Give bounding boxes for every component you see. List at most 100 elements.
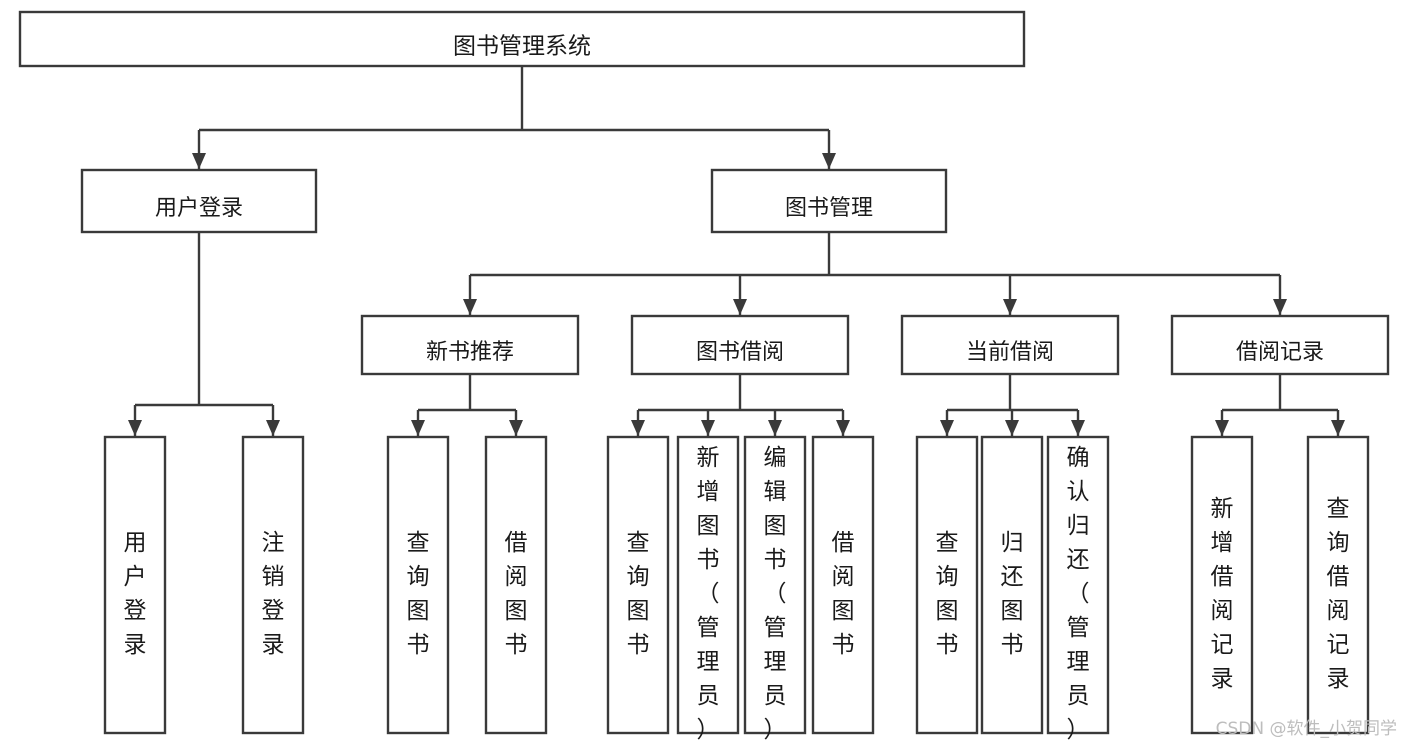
edge-group-新书推荐 — [411, 374, 523, 436]
arrow-head-icon — [768, 420, 782, 436]
arrow-head-icon — [631, 420, 645, 436]
arrow-head-icon — [836, 420, 850, 436]
node-label-char: 图 — [832, 598, 855, 624]
node-label-char: 管 — [1067, 615, 1090, 641]
node-root-图书管理系统[interactable]: 图书管理系统 — [18, 10, 1026, 68]
node-label-char: 还 — [1001, 564, 1024, 590]
arrow-head-icon — [266, 420, 280, 436]
node-label-char: 理 — [764, 649, 787, 675]
node-box — [915, 435, 979, 735]
node-label-char: 查 — [407, 530, 430, 556]
node-box — [980, 435, 1044, 735]
node-label-char: 询 — [936, 564, 959, 590]
node-label-char: 查 — [936, 530, 959, 556]
node-label-char: 管 — [697, 615, 720, 641]
arrow-head-icon — [509, 420, 523, 436]
node-label-char: 借 — [1327, 564, 1350, 590]
node-label-char: 员 — [764, 683, 787, 709]
node-box — [630, 314, 850, 376]
node-label-char: 阅 — [1211, 598, 1234, 624]
node-label-char: 书 — [832, 632, 855, 658]
node-label-char: ） — [764, 717, 787, 743]
node-l2-图书管理[interactable]: 图书管理 — [710, 168, 948, 234]
node-box — [1046, 435, 1110, 735]
node-label-char: 管 — [764, 615, 787, 641]
node-label-char: 图 — [627, 598, 650, 624]
node-box — [386, 435, 450, 735]
node-label-char: 录 — [262, 632, 285, 658]
node-label-char: 阅 — [832, 564, 855, 590]
node-label-char: 书 — [627, 632, 650, 658]
node-label-char: 图 — [697, 513, 720, 539]
node-l3-当前借阅[interactable]: 当前借阅 — [900, 314, 1120, 376]
node-label-char: 书 — [407, 632, 430, 658]
node-label-char: 员 — [697, 683, 720, 709]
node-box — [606, 435, 670, 735]
node-label-char: 新 — [697, 445, 720, 471]
node-label-char: 图 — [407, 598, 430, 624]
arrow-head-icon — [463, 299, 477, 315]
node-label-char: 理 — [697, 649, 720, 675]
node-label-char: 询 — [407, 564, 430, 590]
arrow-head-icon — [1215, 420, 1229, 436]
node-label-char: ） — [1067, 717, 1090, 743]
node-label-char: 新 — [1211, 496, 1234, 522]
node-label: 图书借阅 — [696, 340, 784, 365]
node-label-char: 归 — [1001, 530, 1024, 556]
node-box — [676, 435, 740, 735]
edge-group-用户登录 — [128, 232, 280, 436]
node-label-char: 阅 — [1327, 598, 1350, 624]
node-label: 当前借阅 — [966, 340, 1054, 365]
node-label-char: 记 — [1211, 632, 1234, 658]
node-label-char: 增 — [697, 479, 720, 505]
node-label-char: 询 — [627, 564, 650, 590]
node-l3-借阅记录[interactable]: 借阅记录 — [1170, 314, 1390, 376]
arrow-head-icon — [1273, 299, 1287, 315]
node-box — [360, 314, 580, 376]
node-label-char: （ — [1067, 581, 1090, 607]
node-label-char: 理 — [1067, 649, 1090, 675]
edge-group-当前借阅 — [940, 374, 1085, 436]
node-label-char: 图 — [936, 598, 959, 624]
node-label-char: 登 — [262, 598, 285, 624]
node-l2-用户登录[interactable]: 用户登录 — [80, 168, 318, 234]
node-l3-新书推荐[interactable]: 新书推荐 — [360, 314, 580, 376]
node-label-char: 销 — [262, 564, 285, 590]
arrow-head-icon — [733, 299, 747, 315]
node-box — [1306, 435, 1370, 735]
node-l3-图书借阅[interactable]: 图书借阅 — [630, 314, 850, 376]
node-label-char: 查 — [1327, 496, 1350, 522]
node-label-char: 注 — [262, 530, 285, 556]
node-label-char: 书 — [505, 632, 528, 658]
node-label-char: （ — [697, 581, 720, 607]
node-label-char: 书 — [1001, 632, 1024, 658]
node-box — [80, 168, 318, 234]
node-leaf-用户登录[interactable]: 用户登录 — [103, 435, 167, 735]
node-label-char: 录 — [1327, 666, 1350, 692]
node-label-char: 书 — [764, 547, 787, 573]
arrow-head-icon — [411, 420, 425, 436]
node-label-char: 借 — [505, 530, 528, 556]
node-label-char: 还 — [1067, 547, 1090, 573]
node-label-char: 认 — [1067, 479, 1090, 505]
arrow-head-icon — [1331, 420, 1345, 436]
node-label-char: 图 — [505, 598, 528, 624]
edge-group-借阅记录 — [1215, 374, 1345, 436]
node-label: 用户登录 — [155, 196, 243, 221]
node-label-char: 借 — [832, 530, 855, 556]
connector-layer — [128, 66, 1345, 436]
node-label-char: 书 — [697, 547, 720, 573]
